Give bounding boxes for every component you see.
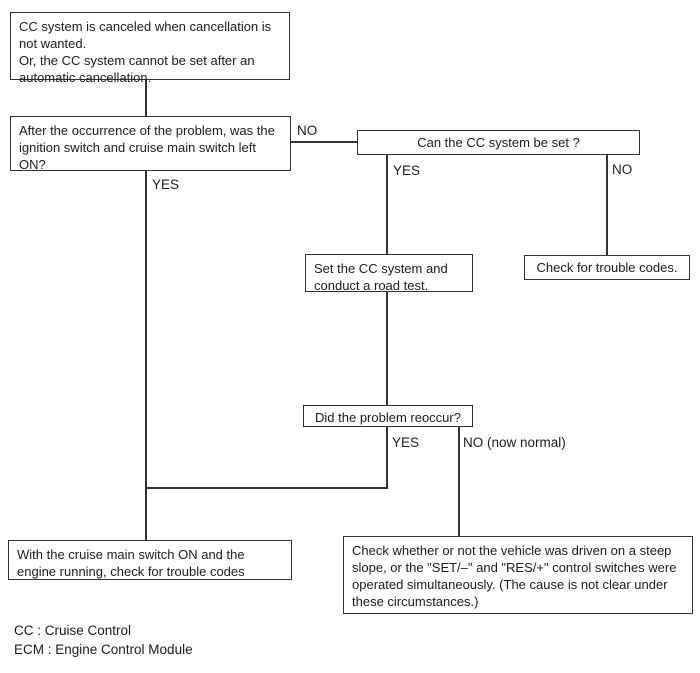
branch-label-ignition-no: NO — [297, 123, 318, 138]
node-check-codes-engine-running: With the cruise main switch ON and the e… — [8, 540, 292, 580]
connector-reoccur-yes-horizontal — [145, 487, 388, 489]
legend-line-cc: CC : Cruise Control — [14, 623, 132, 638]
connector-reoccur-no-branch — [458, 427, 460, 536]
branch-label-canset-no: NO — [612, 162, 633, 177]
legend-abbreviations: CC : Cruise Control ECM : Engine Control… — [14, 622, 193, 659]
branch-label-reoccur-yes: YES — [392, 435, 420, 450]
connector-roadtest-to-reoccur — [386, 292, 388, 405]
node-steep-slope-note: Check whether or not the vehicle was dri… — [343, 536, 693, 614]
connector-ignition-yes-branch — [145, 171, 147, 540]
branch-label-reoccur-no: NO (now normal) — [463, 435, 566, 450]
node-ignition-switch-question: After the occurrence of the problem, was… — [10, 116, 291, 172]
connector-canset-yes-branch — [386, 155, 388, 254]
node-problem-reoccur-question: Did the problem reoccur? — [303, 405, 473, 427]
connector-ignition-no-branch — [291, 141, 357, 143]
branch-label-ignition-yes: YES — [152, 177, 180, 192]
connector-reoccur-yes-vertical — [386, 427, 388, 489]
node-problem-description: CC system is canceled when cancellation … — [10, 12, 290, 85]
node-check-trouble-codes: Check for trouble codes. — [524, 255, 690, 280]
node-set-road-test: Set the CC system and conduct a road tes… — [305, 254, 473, 293]
connector-canset-no-branch — [606, 155, 608, 255]
connector-intro-to-ignition — [145, 80, 147, 116]
branch-label-canset-yes: YES — [393, 163, 421, 178]
legend-line-ecm: ECM : Engine Control Module — [14, 641, 193, 657]
node-can-set-question: Can the CC system be set ? — [357, 130, 640, 155]
